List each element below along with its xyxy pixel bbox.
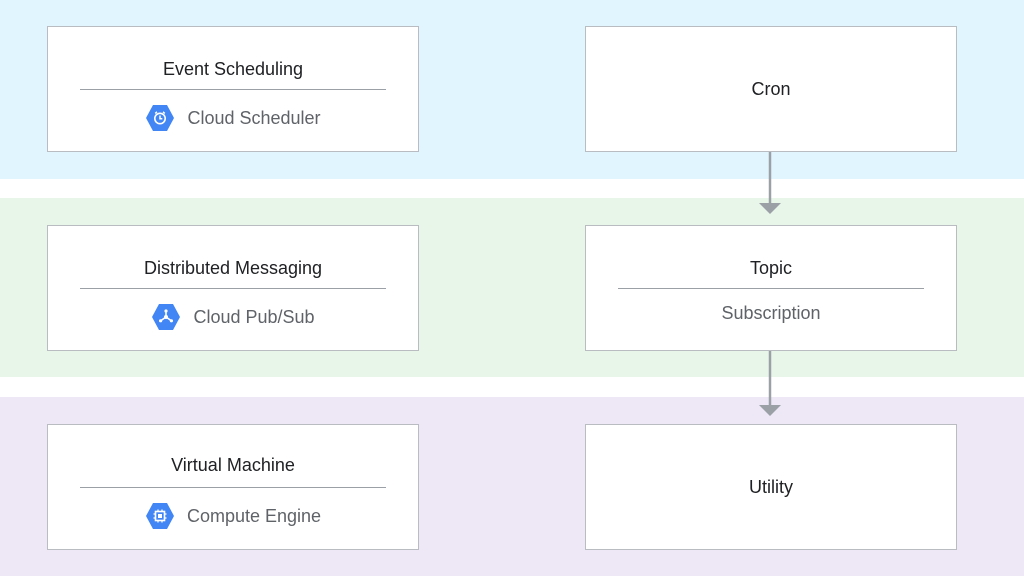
- arrow-topic-to-utility: [759, 351, 781, 416]
- card-title: Cron: [751, 78, 791, 99]
- event-scheduling-card: Event Scheduling Cloud Scheduler: [47, 26, 419, 152]
- divider: [80, 89, 386, 90]
- compute-engine-chip-icon: [145, 503, 174, 529]
- card-title: Event Scheduling: [162, 59, 304, 79]
- card-title: Utility: [749, 476, 793, 497]
- topic-card: Topic Subscription: [585, 225, 957, 351]
- product-row: Cloud Pub/Sub: [48, 302, 418, 332]
- product-row: Cloud Scheduler: [48, 103, 418, 133]
- divider: [80, 288, 386, 289]
- utility-card: Utility: [585, 424, 957, 550]
- distributed-messaging-card: Distributed Messaging Cloud Pub/Sub: [47, 225, 419, 351]
- product-label: Cloud Scheduler: [187, 107, 321, 128]
- cloud-pubsub-icon: [152, 304, 181, 330]
- divider: [80, 487, 386, 488]
- virtual-machine-card: Virtual Machine Compute Engine: [47, 424, 419, 550]
- product-row: Compute Engine: [48, 501, 418, 531]
- arrow-cron-to-topic: [759, 152, 781, 214]
- card-title: Topic: [749, 258, 793, 278]
- product-label: Cloud Pub/Sub: [193, 306, 315, 327]
- product-label: Compute Engine: [186, 505, 322, 526]
- divider: [618, 288, 924, 289]
- card-title: Virtual Machine: [171, 455, 295, 475]
- cloud-scheduler-clock-icon: [146, 105, 175, 131]
- cron-card: Cron: [585, 26, 957, 152]
- card-title: Distributed Messaging: [143, 258, 323, 278]
- card-subtitle: Subscription: [721, 303, 821, 323]
